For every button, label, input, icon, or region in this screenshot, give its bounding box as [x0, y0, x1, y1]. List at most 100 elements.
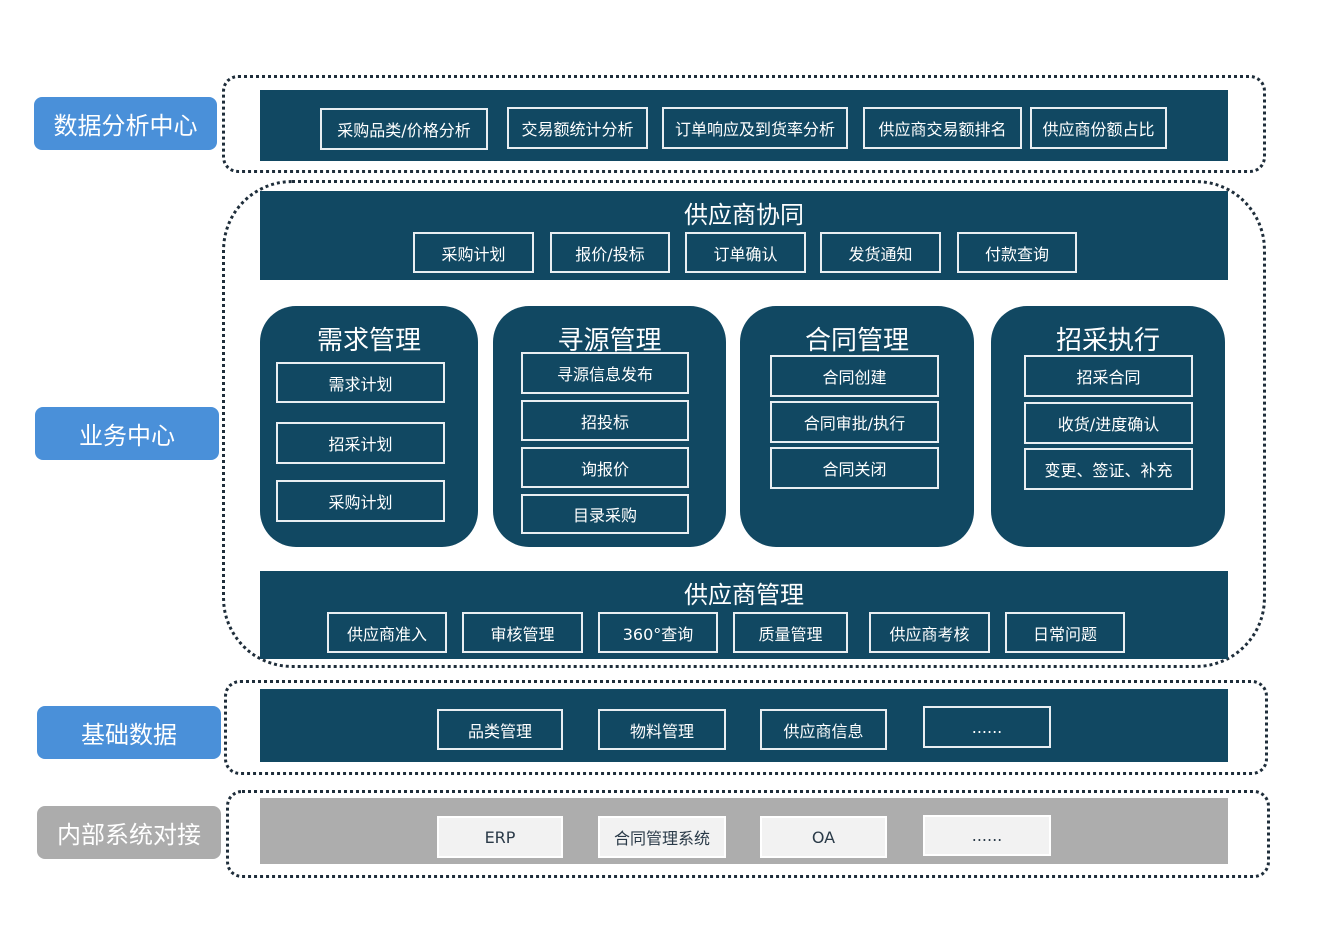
module-item-contract-create[interactable]: 合同创建 — [770, 355, 939, 397]
layer-label-analytics: 数据分析中心 — [34, 97, 217, 150]
business-container — [222, 180, 1266, 668]
module-item-tender-plan[interactable]: 招采计划 — [276, 422, 445, 464]
item-label: 采购计划 — [328, 493, 393, 512]
item-label: 报价/投标 — [575, 244, 645, 264]
item-label: 审核管理 — [490, 624, 555, 644]
module-item-rfq[interactable]: 询报价 — [521, 447, 689, 488]
collaboration-band — [260, 191, 1228, 280]
module-item-sourcing-publish[interactable]: 寻源信息发布 — [521, 352, 689, 394]
item-label: 目录采购 — [572, 506, 637, 525]
supplier-management-title: 供应商管理 — [684, 581, 804, 609]
item-label: 供应商考核 — [889, 624, 970, 644]
layer-label-integration: 内部系统对接 — [37, 806, 221, 859]
module-title: 寻源管理 — [557, 326, 662, 356]
supplier-item-evaluation[interactable]: 供应商考核 — [869, 612, 990, 653]
integration-item-erp[interactable]: ERP — [437, 816, 563, 858]
analytics-item-supplier-ranking[interactable]: 供应商交易额排名 — [863, 107, 1022, 149]
item-label: OA — [811, 827, 836, 847]
integration-container — [226, 790, 1270, 878]
module-title: 招采执行 — [1055, 326, 1160, 356]
item-label: 物料管理 — [629, 721, 694, 741]
item-label: 采购品类/价格分析 — [337, 121, 471, 140]
integration-item-oa[interactable]: OA — [760, 816, 887, 858]
master-item-material[interactable]: 物料管理 — [598, 709, 726, 750]
item-label: 质量管理 — [758, 624, 823, 644]
analytics-container — [222, 75, 1266, 173]
master-item-supplier-info[interactable]: 供应商信息 — [760, 709, 887, 750]
item-label: 订单响应及到货率分析 — [674, 120, 835, 139]
item-label: 供应商准入 — [346, 624, 427, 644]
supplier-item-quality[interactable]: 质量管理 — [733, 612, 848, 653]
layer-label-master-data: 基础数据 — [37, 706, 221, 759]
module-item-contract-close[interactable]: 合同关闭 — [770, 447, 939, 489]
layer-label-text: 基础数据 — [81, 721, 177, 749]
item-label: 供应商信息 — [783, 721, 864, 741]
item-label: 寻源信息发布 — [556, 365, 653, 384]
master-item-category[interactable]: 品类管理 — [437, 709, 563, 750]
item-label: 变更、签证、补充 — [1044, 461, 1173, 480]
module-title: 需求管理 — [316, 326, 421, 356]
collab-item-payment-query[interactable]: 付款查询 — [957, 232, 1077, 273]
module-item-purchase-plan[interactable]: 采购计划 — [276, 480, 445, 522]
item-label: 采购计划 — [441, 244, 506, 264]
item-label: 合同关闭 — [822, 460, 887, 479]
item-label: 360°查询 — [622, 624, 694, 644]
item-label: 付款查询 — [984, 244, 1049, 264]
collab-item-quote-bid[interactable]: 报价/投标 — [550, 232, 670, 273]
supplier-item-admission[interactable]: 供应商准入 — [327, 612, 447, 653]
item-label: 招采合同 — [1076, 368, 1141, 387]
analytics-item-category-price[interactable]: 采购品类/价格分析 — [320, 108, 488, 150]
item-label: 交易额统计分析 — [521, 120, 634, 139]
module-item-receipt-progress[interactable]: 收货/进度确认 — [1024, 402, 1193, 444]
item-label: 合同管理系统 — [613, 829, 710, 848]
layer-label-business: 业务中心 — [35, 407, 219, 460]
module-item-catalog-purchase[interactable]: 目录采购 — [521, 494, 689, 534]
module-sourcing: 寻源管理 寻源信息发布 招投标 询报价 目录采购 — [493, 306, 726, 547]
item-label: 招投标 — [580, 412, 629, 432]
item-label: 供应商份额占比 — [1042, 120, 1155, 139]
master-data-container — [224, 680, 1268, 775]
item-label: 合同创建 — [822, 368, 887, 387]
item-label: 供应商交易额排名 — [878, 120, 1007, 139]
item-label: 合同审批/执行 — [803, 414, 906, 433]
supplier-management-band — [260, 571, 1228, 659]
item-label: ...... — [971, 717, 1003, 737]
module-item-change-visa-supplement[interactable]: 变更、签证、补充 — [1024, 448, 1193, 490]
item-label: ...... — [971, 826, 1003, 845]
module-item-tender-contract[interactable]: 招采合同 — [1024, 355, 1193, 397]
integration-item-contract-system[interactable]: 合同管理系统 — [598, 816, 726, 858]
master-item-more[interactable]: ...... — [923, 706, 1051, 748]
analytics-item-order-response[interactable]: 订单响应及到货率分析 — [662, 107, 848, 149]
layer-label-text: 数据分析中心 — [53, 112, 198, 140]
collab-item-procurement-plan[interactable]: 采购计划 — [413, 232, 534, 273]
module-title: 合同管理 — [804, 326, 909, 356]
collab-item-shipping-notice[interactable]: 发货通知 — [820, 232, 941, 273]
module-item-bidding[interactable]: 招投标 — [521, 400, 689, 441]
item-label: 订单确认 — [713, 244, 778, 264]
item-label: 品类管理 — [467, 721, 532, 741]
layer-label-text: 业务中心 — [79, 422, 175, 450]
module-execution: 招采执行 招采合同 收货/进度确认 变更、签证、补充 — [991, 306, 1225, 547]
item-label: 收货/进度确认 — [1057, 415, 1160, 434]
supplier-item-360-query[interactable]: 360°查询 — [598, 612, 718, 653]
module-item-contract-approve[interactable]: 合同审批/执行 — [770, 401, 939, 443]
module-item-demand-plan[interactable]: 需求计划 — [276, 362, 445, 403]
analytics-item-transaction-stats[interactable]: 交易额统计分析 — [507, 107, 648, 149]
item-label: 询报价 — [580, 459, 629, 479]
module-contract: 合同管理 合同创建 合同审批/执行 合同关闭 — [740, 306, 974, 547]
master-data-band — [260, 689, 1228, 762]
integration-band — [260, 798, 1228, 864]
item-label: 招采计划 — [328, 435, 393, 454]
item-label: ERP — [484, 827, 516, 847]
analytics-item-supplier-share[interactable]: 供应商份额占比 — [1030, 107, 1167, 149]
supplier-item-daily-issues[interactable]: 日常问题 — [1005, 612, 1125, 653]
module-demand: 需求管理 需求计划 招采计划 采购计划 — [260, 306, 478, 547]
collab-item-order-confirm[interactable]: 订单确认 — [685, 232, 806, 273]
item-label: 需求计划 — [328, 374, 393, 394]
collaboration-title: 供应商协同 — [684, 201, 804, 229]
supplier-item-audit[interactable]: 审核管理 — [462, 612, 583, 653]
layer-label-text: 内部系统对接 — [57, 821, 201, 849]
item-label: 日常问题 — [1032, 624, 1097, 644]
item-label: 发货通知 — [848, 244, 913, 264]
integration-item-more[interactable]: ...... — [923, 815, 1051, 856]
